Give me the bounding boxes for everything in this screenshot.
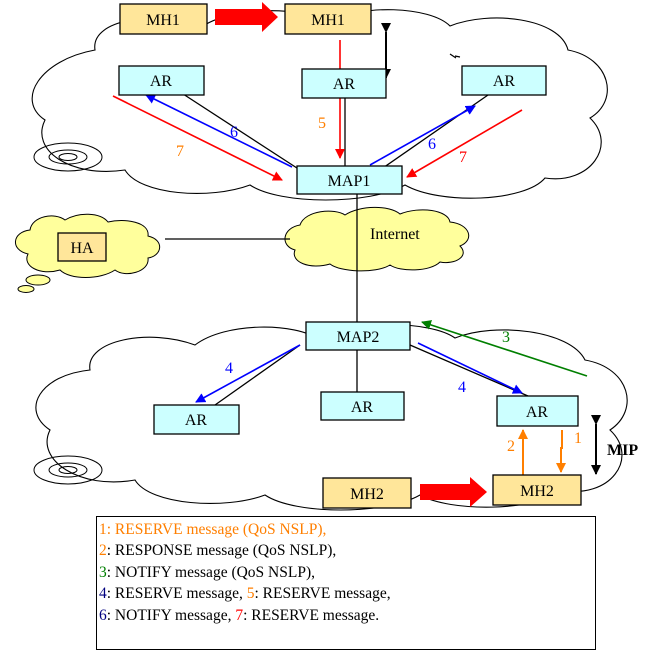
svg-text:AR: AR	[493, 73, 516, 90]
small-mark	[449, 53, 461, 59]
legend-box: 1: RESERVE message (QoS NSLP),2: RESPONS…	[96, 516, 596, 650]
legend-line: 2: RESPONSE message (QoS NSLP),	[99, 540, 595, 561]
legend-text: 2	[99, 542, 107, 560]
svg-text:AR: AR	[150, 73, 173, 90]
node-mh1-new: MH1	[284, 3, 372, 35]
arrow-orange-down	[556, 430, 566, 473]
legend-text: 3	[99, 563, 107, 581]
legend-line: 6: NOTIFY message, 7: RESERVE message.	[99, 605, 595, 626]
legend-text: 6	[99, 606, 107, 624]
legend-text: : NOTIFY message,	[106, 606, 236, 624]
legend-text: : RESPONSE message (QoS NSLP),	[106, 542, 337, 560]
move-arrow-bottom	[420, 477, 487, 507]
svg-text:HA: HA	[70, 240, 94, 257]
label-green: 3	[502, 329, 510, 346]
svg-text:MAP1: MAP1	[328, 173, 371, 190]
legend-text: : RESERVE message,	[254, 585, 391, 603]
svg-text:MH2: MH2	[350, 486, 384, 503]
legend-text: 4	[99, 585, 107, 603]
node-map2: MAP2	[305, 321, 411, 351]
label-bottom-right-blue: 4	[458, 379, 466, 396]
internet-label: Internet	[370, 226, 420, 243]
legend-text: : RESERVE message (QoS NSLP),	[106, 521, 327, 538]
label-orange-up: 2	[507, 438, 515, 455]
node-mh2-new: MH2	[492, 474, 582, 506]
svg-text:AR: AR	[526, 404, 549, 421]
legend-text: 5	[246, 585, 255, 603]
arrow-blue-top-left	[145, 94, 293, 168]
legend-text: : RESERVE message.	[243, 606, 380, 624]
svg-text:AR: AR	[185, 412, 208, 429]
arrow-red-top-left	[112, 95, 283, 181]
node-mh2-old: MH2	[322, 477, 412, 509]
node-ar-bottom-right: AR	[496, 395, 579, 427]
arrow-green	[421, 320, 588, 377]
cloud-swirl-top	[33, 142, 103, 172]
legend-text: 1	[99, 521, 107, 538]
legend-line: 3: NOTIFY message (QoS NSLP),	[99, 562, 595, 583]
node-ar-bottom-center: AR	[320, 391, 405, 421]
legend-text: : NOTIFY message (QoS NSLP),	[106, 563, 315, 581]
svg-text:MH1: MH1	[146, 12, 180, 29]
arrow-blue-bottom-left	[195, 344, 301, 403]
svg-text:MAP2: MAP2	[337, 329, 380, 346]
ha-cloud-bubbles	[17, 274, 51, 293]
node-ar-top-center: AR	[301, 68, 387, 99]
node-map1: MAP1	[296, 165, 403, 195]
label-top-center-red: 5	[318, 115, 326, 132]
label-top-left-blue: 6	[230, 124, 238, 141]
legend-text: : RESERVE message,	[106, 585, 247, 603]
arrow-blue-top-right	[369, 105, 476, 166]
svg-text:MH2: MH2	[520, 483, 554, 500]
legend-line: 4: RESERVE message, 5: RESERVE message,	[99, 583, 595, 604]
legend-line: 1: RESERVE message (QoS NSLP),	[99, 519, 595, 540]
node-ar-top-left: AR	[118, 65, 205, 96]
label-top-left-red: 7	[176, 143, 184, 160]
label-bottom-left-blue: 4	[225, 360, 233, 377]
cloud-swirl-bottom	[33, 455, 103, 485]
arrow-red-top-right	[406, 109, 523, 178]
legend-text: 7	[235, 606, 244, 624]
node-ar-bottom-left: AR	[153, 404, 240, 435]
node-ar-top-right: AR	[461, 65, 547, 96]
internet-cloud	[284, 206, 470, 272]
arrow-blue-bottom-right	[417, 342, 523, 394]
label-orange-down: 1	[574, 430, 582, 447]
label-top-right-blue: 6	[428, 136, 436, 153]
node-mh1-old: MH1	[119, 3, 208, 35]
mip-label: MIP	[607, 442, 638, 459]
node-ha: HA	[57, 232, 107, 262]
move-arrow-top	[215, 2, 278, 32]
label-top-right-red: 7	[459, 149, 467, 166]
svg-text:AR: AR	[333, 76, 356, 93]
svg-text:AR: AR	[351, 399, 374, 416]
svg-text:MH1: MH1	[311, 12, 345, 29]
